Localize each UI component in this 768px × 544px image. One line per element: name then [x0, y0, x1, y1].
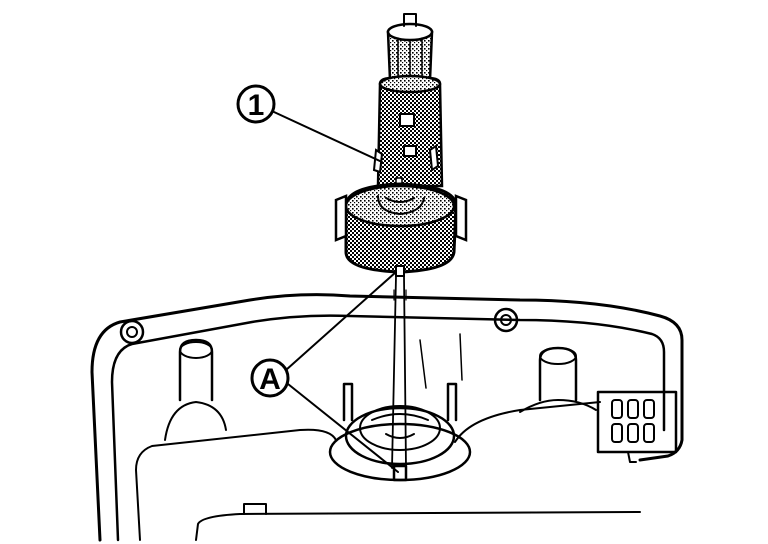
part-1-component: [334, 13, 468, 277]
side-connector: [596, 390, 678, 463]
callout-a-label: A: [259, 363, 281, 396]
housing-cover: [90, 293, 684, 542]
right-post: [519, 346, 597, 413]
alignment-guides: [391, 275, 407, 469]
bolt-boss-left: [119, 319, 145, 345]
callout-1: 1: [236, 84, 383, 163]
callout-1-label: 1: [248, 89, 265, 122]
socket-receptacle: [328, 382, 472, 482]
bolt-boss-right: [493, 307, 519, 333]
callout-a: A: [250, 271, 399, 473]
left-post: [164, 338, 227, 441]
